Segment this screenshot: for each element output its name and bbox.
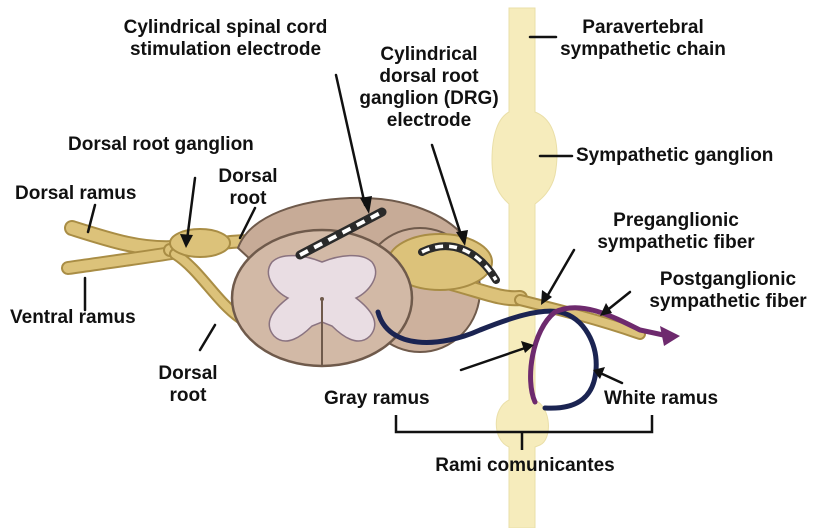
- white-ramus-label: White ramus: [604, 388, 718, 410]
- dorsal-root-lower-label-line-1: Dorsal: [148, 363, 228, 385]
- postganglionic-fiber-label-line-1: Postganglionic: [630, 269, 826, 291]
- drg-electrode-label-line-4: electrode: [345, 110, 513, 132]
- spinal-cord-electrode-label: Cylindrical spinal cord stimulation elec…: [108, 17, 343, 61]
- paravertebral-chain-label-line-2: sympathetic chain: [558, 39, 728, 61]
- paravertebral-chain-label-line-1: Paravertebral: [558, 17, 728, 39]
- central-canal: [320, 297, 324, 301]
- postganglionic-arrowhead: [660, 326, 680, 346]
- dorsal-ramus-label: Dorsal ramus: [15, 183, 136, 205]
- paravertebral-chain-label: Paravertebral sympathetic chain: [558, 17, 728, 61]
- dorsal-root-upper-label: Dorsal root: [208, 166, 288, 210]
- preganglionic-fiber-label-line-1: Preganglionic: [578, 210, 774, 232]
- dorsal-root-ganglion-label: Dorsal root ganglion: [68, 134, 254, 156]
- drg-electrode-label-line-2: dorsal root: [345, 66, 513, 88]
- sympathetic-ganglion-label: Sympathetic ganglion: [576, 145, 773, 167]
- dorsal-root-ganglion-left: [170, 229, 230, 257]
- rami-comunicantes-label: Rami comunicantes: [395, 455, 655, 477]
- ventral-ramus-label: Ventral ramus: [10, 307, 136, 329]
- dorsal-root-lower-label: Dorsal root: [148, 363, 228, 407]
- preganglionic-fiber-label-line-2: sympathetic fiber: [578, 232, 774, 254]
- gray-ramus-label: Gray ramus: [324, 388, 430, 410]
- dorsal-root-lower-label-line-2: root: [148, 385, 228, 407]
- dorsal-root-upper-label-line-2: root: [208, 188, 288, 210]
- drg-electrode-label-line-1: Cylindrical: [345, 44, 513, 66]
- drg-electrode-label-line-3: ganglion (DRG): [345, 88, 513, 110]
- spinal-cord-electrode-label-line-1: Cylindrical spinal cord: [108, 17, 343, 39]
- drg-electrode-label: Cylindrical dorsal root ganglion (DRG) e…: [345, 44, 513, 132]
- postganglionic-fiber-label: Postganglionic sympathetic fiber: [630, 269, 826, 313]
- dorsal-root-upper-label-line-1: Dorsal: [208, 166, 288, 188]
- preganglionic-fiber-label: Preganglionic sympathetic fiber: [578, 210, 774, 254]
- postganglionic-fiber-label-line-2: sympathetic fiber: [630, 291, 826, 313]
- spinal-cord-electrode-label-line-2: stimulation electrode: [108, 39, 343, 61]
